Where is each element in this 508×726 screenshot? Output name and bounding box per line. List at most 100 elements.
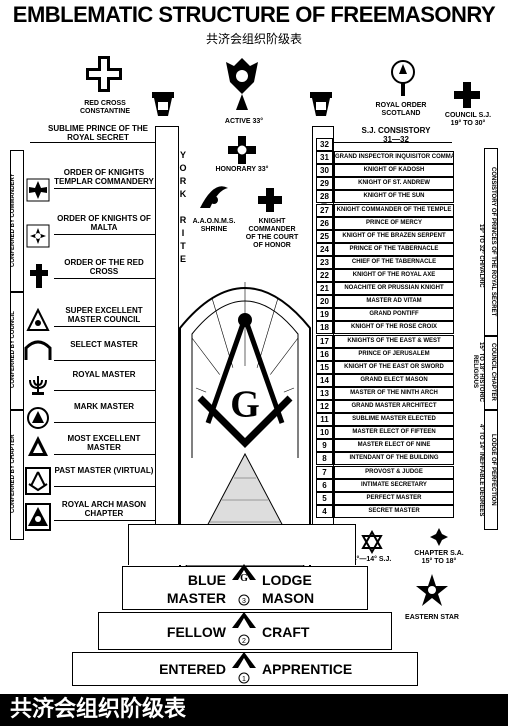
- royal-arch-icon: [25, 503, 51, 531]
- pillar-letter: I: [181, 228, 185, 238]
- central-arch-emblem: G: [179, 282, 311, 567]
- degree-number: 4: [316, 504, 333, 518]
- degree-label: GRAND MASTER ARCHITECT: [334, 400, 454, 413]
- degree-label: KNIGHT OF THE ROYAL AXE: [334, 269, 454, 282]
- degree-number: 19: [316, 308, 333, 322]
- consistory-text: S.J. CONSISTORY: [361, 126, 431, 135]
- pillar-letter: R: [179, 215, 187, 225]
- urn-left-icon: [152, 92, 174, 116]
- chapter-cross-icon: [430, 528, 448, 546]
- pillar-letter: K: [179, 189, 187, 199]
- shrine-label: A.A.O.N.M.S. SHRINE: [192, 218, 236, 233]
- most-excellent-icon: [28, 436, 48, 456]
- degree-label: PRINCE OF MERCY: [334, 216, 454, 230]
- york-rite-item: SELECT MASTER: [70, 340, 138, 349]
- york-rite-item: ROYAL ARCH MASON CHAPTER: [61, 500, 147, 518]
- footer-caption: 共济会组织阶级表: [0, 694, 508, 726]
- york-rite-item: PAST MASTER (VIRTUAL): [54, 466, 154, 475]
- council-label: CONFERRED BY COUNCIL: [10, 311, 16, 389]
- red-cross-icon: [86, 56, 122, 92]
- lodge-range: 4° TO 14° INEFFABLE DEGREES: [478, 423, 484, 517]
- pillar-letter: Y: [179, 150, 186, 160]
- degree-2: 2: [242, 638, 246, 645]
- degree-label: PROVOST & JUDGE: [334, 465, 454, 479]
- degree-label: MASTER AD VITAM: [334, 295, 454, 309]
- council-cross-icon: [454, 82, 480, 108]
- degree-number: 15: [316, 360, 333, 374]
- york-rite-item: ROYAL MASTER: [72, 370, 136, 379]
- urn-right-icon: [310, 92, 332, 116]
- degree-number: 14: [316, 373, 333, 387]
- degree-number: 21: [316, 282, 333, 296]
- degree-number: 24: [316, 242, 333, 256]
- eastern-star-icon: [416, 574, 448, 606]
- york-rite-item: MARK MASTER: [74, 402, 134, 411]
- degree-label: PRINCE OF THE TABERNACLE: [334, 242, 454, 256]
- degree-number: 9: [316, 439, 333, 453]
- pedestal: [128, 524, 356, 565]
- council-sj-text: COUNCIL S.J.: [444, 112, 492, 119]
- scottish-arrow-top: [332, 142, 452, 143]
- degree-number: 20: [316, 295, 333, 309]
- york-rite-arrow: [54, 234, 156, 235]
- degree-label: GRAND ELECT MASON: [334, 373, 454, 387]
- degree-number: 11: [316, 413, 333, 427]
- degree-label: KNIGHTS OF THE EAST & WEST: [334, 334, 454, 348]
- degree-number: 10: [316, 426, 333, 440]
- craft-word: CRAFT: [262, 624, 310, 640]
- royal-order-label: ROYAL ORDER SCOTLAND: [375, 102, 427, 117]
- degree-label: GRAND PONTIFF: [334, 308, 454, 322]
- degree-number: 5: [316, 491, 333, 505]
- honorary-cross-icon: [228, 136, 256, 164]
- york-rite-arrow: [54, 188, 156, 189]
- degree-label: MASTER ELECT OF NINE: [334, 439, 454, 453]
- knight-commander-label: KNIGHT COMMANDER OF THE COURT OF HONOR: [245, 218, 299, 249]
- york-rite-item: ORDER OF KNIGHTS OF MALTA: [57, 214, 151, 232]
- york-rite-item: SUBLIME PRINCE OF THE ROYAL SECRET: [47, 124, 148, 142]
- fellow-label: FELLOW: [166, 624, 226, 640]
- york-rite-item: ORDER OF KNIGHTS TEMPLAR COMMANDERY: [54, 168, 154, 186]
- degree-number: 23: [316, 255, 333, 269]
- select-master-arch-icon: [24, 340, 52, 360]
- degree-number: 13: [316, 386, 333, 400]
- consistory-range: 31—32: [383, 135, 409, 144]
- pillar-letter: R: [179, 176, 187, 186]
- menorah-icon: [29, 376, 47, 395]
- pillar-letter: [177, 202, 189, 215]
- g-letter-icon: G: [230, 384, 260, 426]
- degree-number: 8: [316, 452, 333, 466]
- consistory-label: S.J. CONSISTORY 31—32: [348, 126, 444, 144]
- york-rite-arrow: [54, 422, 156, 423]
- degree-number: 18: [316, 321, 333, 335]
- lodge-word: LODGE: [262, 572, 312, 588]
- apprentice-word: APPRENTICE: [262, 661, 353, 677]
- degree-label: PERFECT MASTER: [334, 491, 454, 505]
- degree-label: CHIEF OF THE TABERNACLE: [334, 255, 454, 269]
- past-master-icon: [25, 467, 51, 495]
- degree-label: MASTER OF THE NINTH ARCH: [334, 386, 454, 400]
- pillar-letter: T: [180, 241, 186, 251]
- degree-label: KNIGHT OF THE SUN: [334, 190, 454, 204]
- degree-label: PRINCE OF JERUSALEM: [334, 347, 454, 361]
- york-rite-arrow: [54, 390, 156, 391]
- degree-number: 12: [316, 400, 333, 413]
- council-bracket: [10, 292, 24, 410]
- pillar-letter: O: [179, 163, 187, 173]
- knight-commander-cross-icon: [258, 188, 282, 212]
- chapter-label: CONFERRED BY CHAPTER: [10, 434, 16, 514]
- degree-number: 31: [316, 151, 333, 165]
- malta-cross-icon: [26, 224, 50, 248]
- york-rite-item: SUPER EXCELLENT MASTER COUNCIL: [65, 306, 143, 324]
- degree-label: SUBLIME MASTER ELECTED: [334, 413, 454, 427]
- degree-label: KNIGHT COMMANDER OF THE TEMPLE: [334, 203, 454, 217]
- council-triangle-icon: [26, 308, 50, 331]
- lodge-perfection-range: 4°—14° S.J.: [352, 556, 392, 563]
- degree-label: KNIGHT OF KADOSH: [334, 164, 454, 178]
- chapter-sa-text: CHAPTER S.A.: [414, 550, 464, 557]
- consistory-bracket: [484, 148, 498, 336]
- degree-label: INTIMATE SECRETARY: [334, 478, 454, 492]
- commandery-bracket: [10, 150, 24, 292]
- g-mini-icon: G: [240, 573, 248, 584]
- consistory-side-label: CONSISTORY OF PRINCES OF THE ROYAL SECRE…: [490, 167, 496, 317]
